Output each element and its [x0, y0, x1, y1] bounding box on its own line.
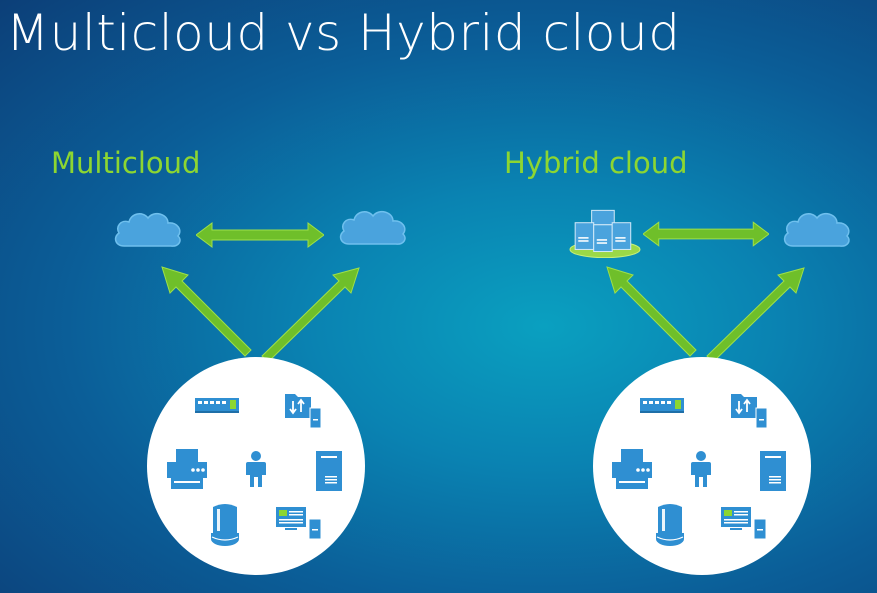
cloud-to-cloud-arrow	[196, 222, 324, 248]
database-icon	[210, 503, 240, 547]
arrow-to-left-cloud	[161, 266, 252, 357]
server-tower-icon	[760, 451, 786, 491]
datacenter-icon	[569, 209, 641, 258]
database-icon	[655, 503, 685, 547]
connection-arrows	[606, 266, 805, 363]
cloud-icon	[783, 212, 850, 247]
connection-arrows	[161, 266, 360, 363]
hybrid-cloud-heading: Hybrid cloud	[504, 146, 688, 180]
arrow-to-right-cloud	[261, 267, 360, 363]
multicloud-heading: Multicloud	[51, 146, 201, 180]
multicloud-panel	[114, 210, 406, 575]
network-switch-icon	[195, 398, 239, 413]
arrow-to-datacenter	[606, 266, 697, 357]
cloud-icon	[339, 210, 406, 245]
hybrid-cloud-panel	[569, 209, 850, 575]
arrow-to-cloud	[706, 267, 805, 363]
slide-title: Multicloud vs Hybrid cloud	[6, 4, 681, 62]
cloud-icon	[114, 212, 181, 247]
network-switch-icon	[640, 398, 684, 413]
datacenter-to-cloud-arrow	[643, 221, 769, 247]
server-tower-icon	[316, 451, 342, 491]
